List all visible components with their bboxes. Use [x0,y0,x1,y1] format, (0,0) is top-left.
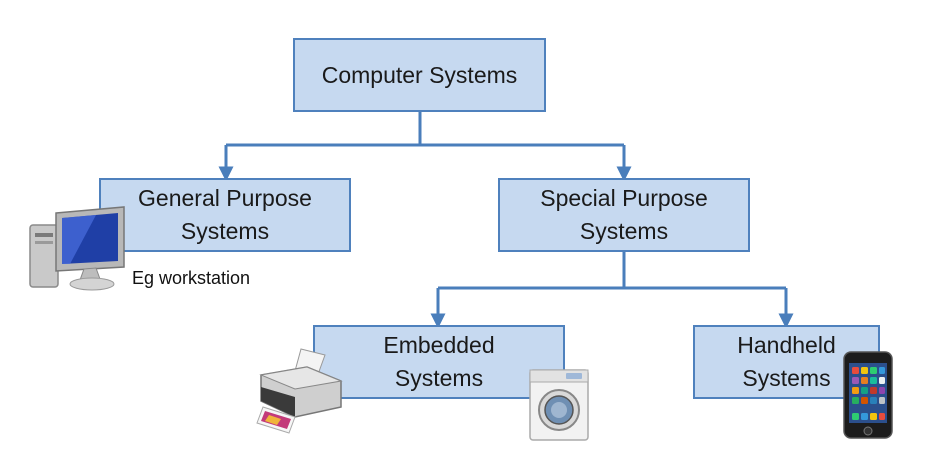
embedded-systems-box: Embedded Systems [313,325,565,399]
general-purpose-label-line1: General Purpose [138,185,312,211]
computer-systems-box: Computer Systems [293,38,546,112]
desktop-computer-icon [29,206,125,291]
embedded-systems-label-line1: Embedded [383,332,495,358]
handheld-systems-label-line2: Systems [742,365,831,391]
embedded-systems-label-line2: Systems [394,365,484,391]
workstation-caption: Eg workstation [132,268,251,288]
washing-machine-icon [529,369,589,441]
special-purpose-label-line1: Special Purpose [540,185,708,211]
printer-icon [256,348,343,434]
smartphone-icon [843,351,893,439]
computer-systems-label: Computer Systems [321,61,518,88]
special-purpose-label-line2: Systems [579,218,669,244]
special-purpose-box: Special Purpose Systems [498,178,750,252]
general-purpose-label-line2: Systems [180,218,270,244]
handheld-systems-label-line1: Handheld [737,332,836,358]
general-purpose-box: General Purpose Systems [99,178,351,252]
